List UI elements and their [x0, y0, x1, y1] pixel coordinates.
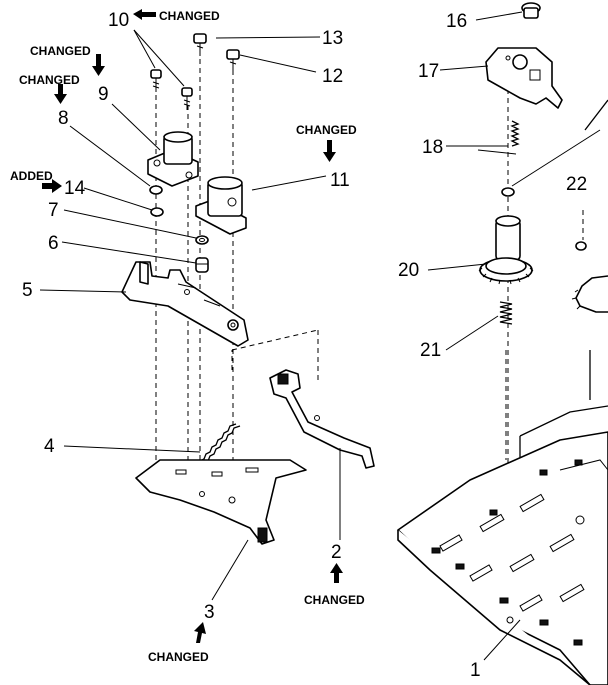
callout-20: 20 — [398, 260, 419, 281]
callout-3: 3 — [204, 602, 215, 623]
callout-18: 18 — [422, 137, 443, 158]
spring-18 — [477, 120, 520, 155]
arrow-icon-3 — [194, 622, 206, 643]
washer-14 — [150, 207, 164, 217]
callout-14: 14 — [64, 178, 86, 199]
screw-12 — [226, 49, 240, 72]
callout-2: 2 — [331, 542, 342, 563]
solenoid-11 — [195, 176, 247, 235]
gear-partial — [571, 275, 608, 313]
callout-9: 9 — [98, 84, 109, 105]
washer-8 — [149, 185, 163, 195]
chassis-1 — [397, 431, 608, 685]
cap-16 — [521, 2, 541, 19]
arrow-icon-2 — [330, 563, 343, 583]
screw-10b — [181, 87, 193, 110]
collar-6 — [195, 257, 209, 273]
callout-7: 7 — [48, 200, 59, 221]
gear-20 — [478, 215, 534, 285]
slide-lever-2 — [269, 369, 375, 469]
callout-12: 12 — [322, 66, 343, 87]
callout-17: 17 — [418, 61, 439, 82]
arrow-icon-11 — [323, 140, 336, 162]
note-added-14: ADDED — [10, 169, 53, 183]
note-changed-11: CHANGED — [296, 123, 357, 137]
callout-5: 5 — [22, 280, 33, 301]
screw-10a — [150, 69, 162, 92]
arrow-icon-8 — [54, 84, 67, 104]
base-plate-3 — [135, 459, 307, 545]
note-changed-10: CHANGED — [159, 9, 220, 23]
callout-1: 1 — [470, 660, 481, 681]
washer-22 — [575, 241, 587, 251]
callout-6: 6 — [48, 233, 59, 254]
callout-21: 21 — [420, 340, 441, 361]
solenoid-9 — [147, 131, 199, 187]
washer-upper — [501, 187, 515, 197]
callout-4: 4 — [44, 436, 55, 457]
screw-13 — [193, 33, 207, 56]
arrow-icon-14 — [42, 179, 62, 193]
spring-21 — [499, 301, 513, 325]
callout-13: 13 — [322, 28, 343, 49]
lever-plate-5 — [121, 261, 249, 347]
callout-22: 22 — [566, 174, 587, 195]
leader-lines — [39, 11, 601, 661]
note-changed-8: CHANGED — [19, 73, 80, 87]
callout-8: 8 — [58, 108, 69, 129]
callout-10: 10 — [108, 10, 129, 31]
bracket-17 — [485, 47, 563, 109]
callout-11: 11 — [330, 170, 350, 191]
assembly-axes — [155, 50, 591, 520]
note-changed-3: CHANGED — [148, 650, 209, 664]
spring-4 — [197, 423, 241, 465]
callout-16: 16 — [446, 11, 467, 32]
note-arrows — [42, 9, 343, 643]
note-changed-2: CHANGED — [304, 593, 365, 607]
arrow-icon-10 — [133, 9, 156, 20]
ring-7 — [195, 235, 209, 245]
callout-numbers: 10 13 12 9 8 11 14 7 6 5 4 2 3 16 17 18 … — [22, 10, 587, 681]
note-changed-9: CHANGED — [30, 44, 91, 58]
change-notes: CHANGED CHANGED CHANGED CHANGED ADDED CH… — [10, 9, 365, 664]
arrow-icon-9 — [92, 54, 105, 76]
